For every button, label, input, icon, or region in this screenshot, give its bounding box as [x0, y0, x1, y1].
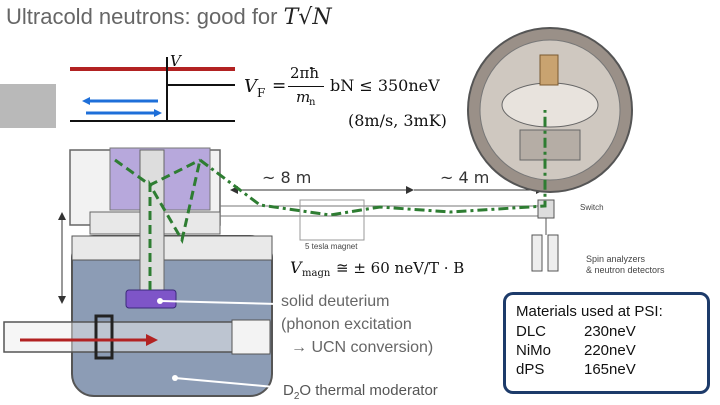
d2o-post: O thermal moderator — [299, 382, 438, 399]
potential-step-diagram — [70, 57, 235, 122]
d2o-moderator-label: D2O thermal moderator — [283, 382, 438, 402]
solid-note-line3: → UCN conversion) — [291, 339, 434, 356]
fermi-potential-formula: V F = 2πħ m n bN ≤ 350neV — [244, 64, 484, 114]
pointer-d2o — [174, 377, 286, 389]
material-row: DLC 230neV — [516, 322, 697, 341]
title-math: T√N — [283, 5, 332, 30]
detector-left — [531, 234, 543, 272]
distance-8m-label: ~ 8 m — [262, 168, 312, 187]
material-value: 220neV — [584, 342, 636, 359]
vmagn-v: V — [290, 258, 302, 277]
material-name: dPS — [516, 361, 545, 378]
materials-box: Materials used at PSI: DLC 230neV NiMo 2… — [503, 292, 710, 394]
solid-note-line2: (phonon excitation — [281, 316, 412, 333]
v-label: V — [170, 52, 181, 70]
center-shaft — [139, 149, 165, 291]
formula-den-sub: n — [309, 97, 316, 108]
magnet-label: 5 tesla magnet — [305, 242, 358, 251]
formula-rest: bN ≤ 350neV — [330, 76, 440, 95]
magnet-box — [299, 199, 365, 241]
fraction-bar — [288, 86, 324, 87]
title-text: Ultracold neutrons: good for — [6, 4, 278, 29]
vmagn-sub: magn — [302, 268, 331, 279]
formula-num: 2πħ — [290, 64, 320, 82]
distance-4m-label: ~ 4 m — [440, 168, 490, 187]
materials-header: Materials used at PSI: — [516, 303, 663, 320]
material-name: NiMo — [516, 342, 552, 359]
beam-tube — [3, 321, 271, 353]
d2o-pre: D — [283, 382, 294, 399]
tube-end-flange — [231, 319, 271, 355]
solid-deuterium-vessel — [125, 289, 177, 309]
material-row: NiMo 220neV — [516, 341, 697, 360]
spin-label-1: Spin analyzers — [586, 254, 646, 264]
gray-placeholder — [0, 84, 56, 128]
material-value: 165neV — [584, 361, 636, 378]
formula-paren: (8m/s, 3mK) — [348, 111, 447, 130]
solid-deuterium-note: solid deuterium (phonon excitation → UCN… — [281, 290, 433, 359]
pointer-solid-d2 — [159, 300, 279, 305]
formula-vf-sub: F — [257, 86, 266, 100]
neutron-path-guide — [199, 110, 547, 217]
slide-title: Ultracold neutrons: good for T√N — [6, 4, 332, 30]
vmagn-rest: ≅ ± 60 neV/T · B — [336, 259, 465, 277]
material-name: DLC — [516, 323, 547, 340]
switch-label: Switch — [580, 203, 604, 212]
material-row: dPS 165neV — [516, 360, 697, 379]
d2o-sub: 2 — [293, 391, 300, 402]
magnetic-potential-formula: V magn ≅ ± 60 neV/T · B — [290, 258, 490, 282]
formula-vf: V — [244, 76, 257, 97]
solid-note-line1: solid deuterium — [281, 293, 390, 310]
detector-right — [547, 234, 559, 272]
tube-coupling — [94, 314, 114, 360]
formula-den: m — [296, 88, 311, 106]
spin-label-2: & neutron detectors — [586, 265, 665, 275]
material-value: 230neV — [584, 323, 636, 340]
formula-eq: = — [272, 76, 287, 96]
tank-top — [71, 235, 273, 261]
